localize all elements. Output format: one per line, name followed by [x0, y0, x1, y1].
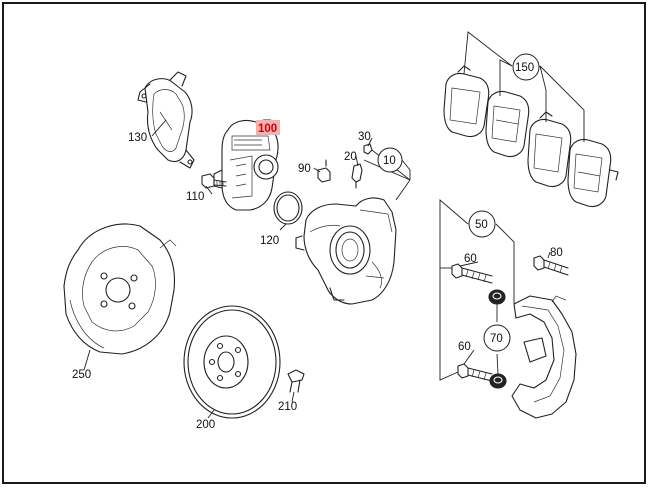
label-10[interactable]: 10 — [383, 155, 396, 167]
part-130-sensor-bracket[interactable] — [137, 71, 195, 169]
brake-pad-4 — [567, 138, 619, 208]
label-30[interactable]: 30 — [358, 131, 371, 143]
label-50[interactable]: 50 — [475, 219, 488, 231]
label-210[interactable]: 210 — [278, 401, 297, 413]
part-150-brake-pads[interactable] — [443, 65, 619, 208]
callout-70-circle — [483, 324, 511, 352]
part-10-brake-caliper[interactable] — [295, 197, 397, 305]
part-110-bolt[interactable] — [201, 173, 227, 189]
label-120[interactable]: 120 — [260, 235, 279, 247]
part-250-splash-shield[interactable] — [63, 223, 177, 355]
brake-pad-3 — [527, 111, 572, 188]
label-70[interactable]: 70 — [490, 333, 503, 345]
part-80-bolt[interactable] — [533, 255, 569, 276]
label-110[interactable]: 110 — [186, 191, 204, 203]
part-120-o-ring[interactable] — [273, 191, 303, 225]
callout-50-circle — [468, 210, 496, 238]
part-70-bushings[interactable] — [488, 289, 507, 389]
brake-pad-2 — [485, 90, 530, 158]
brake-pad-1 — [443, 65, 490, 138]
part-200-brake-disc[interactable] — [183, 305, 281, 419]
part-100-parking-brake-motor[interactable] — [213, 119, 279, 211]
label-90[interactable]: 90 — [298, 163, 311, 175]
part-60-guide-bolts[interactable] — [451, 263, 493, 382]
caliper-carrier-bracket[interactable] — [511, 295, 577, 419]
label-20[interactable]: 20 — [344, 151, 357, 163]
part-20-bleed-valve[interactable] — [351, 163, 363, 189]
label-200[interactable]: 200 — [196, 419, 215, 431]
callout-150-circle — [512, 53, 540, 81]
label-130[interactable]: 130 — [128, 132, 147, 144]
label-250[interactable]: 250 — [72, 369, 91, 381]
label-80[interactable]: 80 — [550, 247, 563, 259]
callout-10-circle — [377, 147, 403, 173]
label-100[interactable]: 100 — [258, 123, 277, 135]
label-150[interactable]: 150 — [515, 62, 534, 74]
part-210-screw[interactable] — [287, 369, 305, 393]
part-90-bleed-screw[interactable] — [317, 159, 331, 183]
highlight-100-box — [256, 120, 280, 135]
label-60-bottom[interactable]: 60 — [458, 341, 471, 353]
leader-lines — [83, 31, 585, 419]
label-60-top[interactable]: 60 — [464, 253, 477, 265]
